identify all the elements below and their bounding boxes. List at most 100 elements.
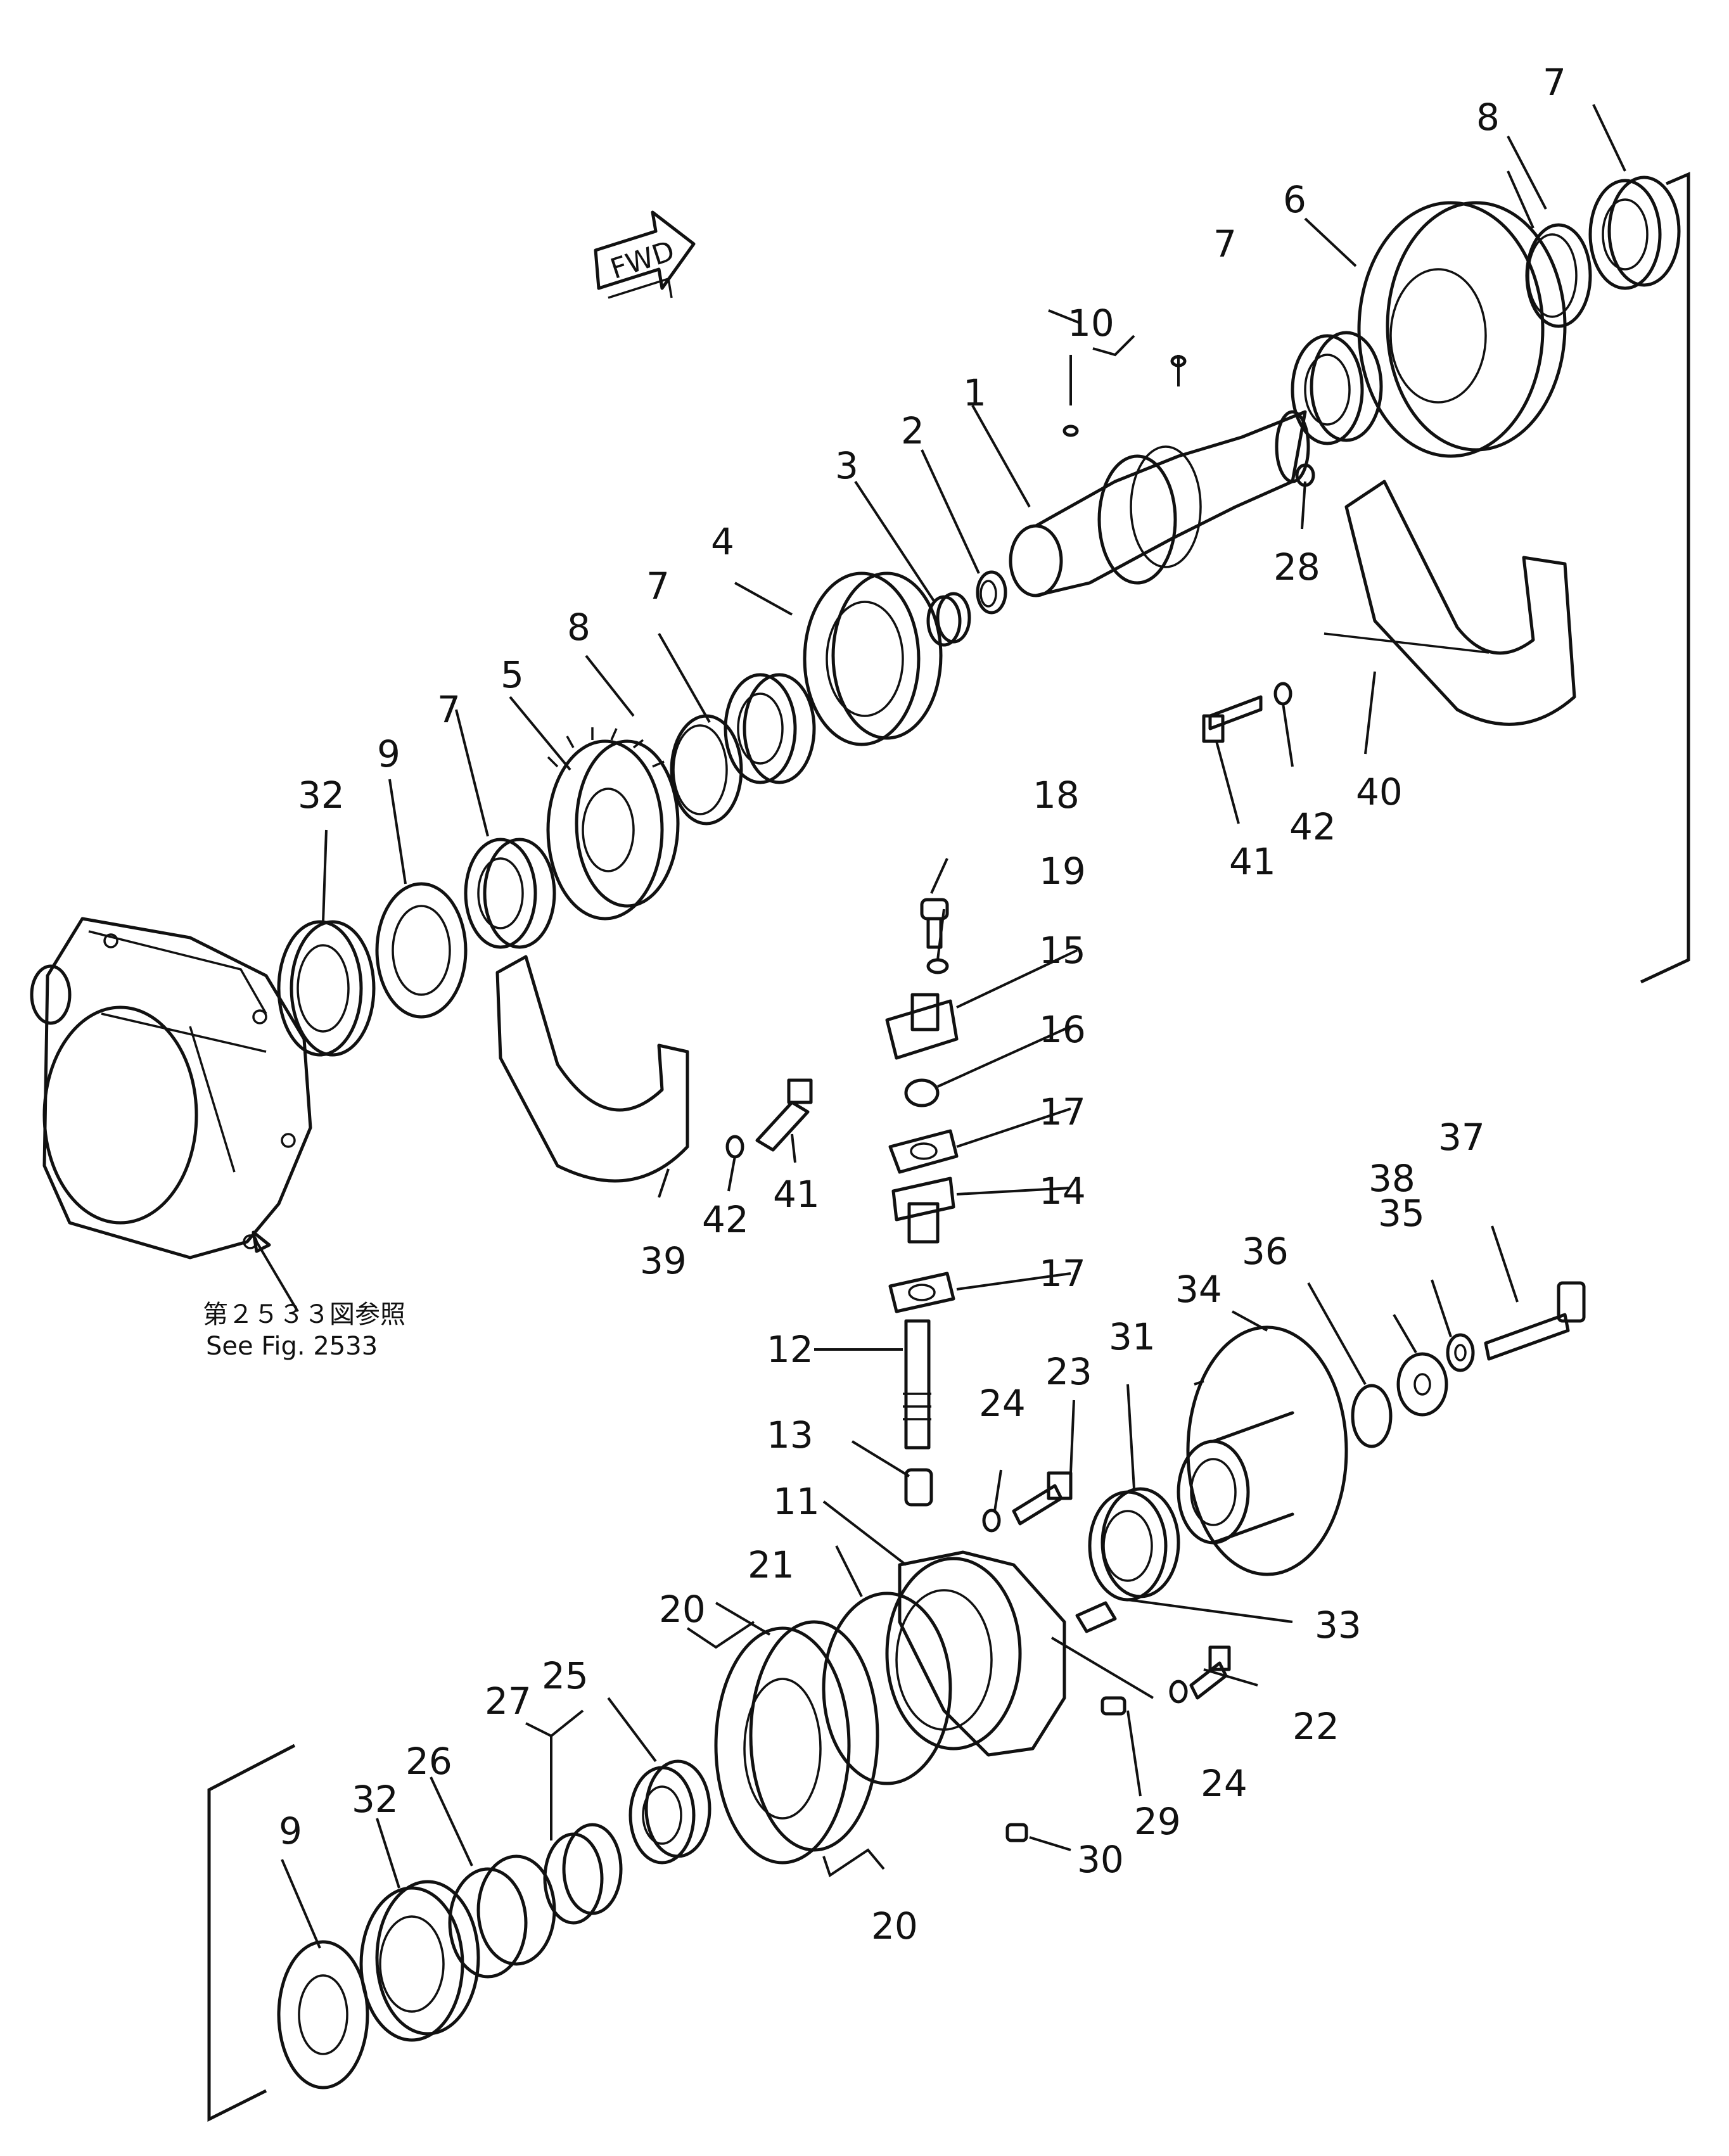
plug-30 [1005, 1823, 1028, 1842]
callout-11: 11 [773, 1480, 820, 1523]
plug-29 [1101, 1696, 1126, 1716]
callout-35: 35 [1378, 1192, 1425, 1235]
callout-21: 21 [748, 1543, 794, 1586]
bolt-23 [1012, 1471, 1073, 1526]
leader-lines [281, 104, 1626, 1949]
washer-35 [1396, 1352, 1448, 1417]
bearing-7-left [464, 838, 556, 949]
case-11 [885, 1550, 1066, 1757]
housing-cover [30, 917, 312, 1260]
callout-36: 36 [1242, 1230, 1289, 1273]
bearing-32-upper [277, 920, 376, 1057]
ring-8-left [670, 714, 743, 826]
bolt-41-right [1202, 695, 1263, 743]
callout-39: 39 [640, 1239, 687, 1282]
guard-40 [1324, 480, 1576, 726]
callout-33: 33 [1315, 1604, 1362, 1647]
callout-5: 5 [501, 653, 524, 696]
callout-41-right: 41 [1229, 840, 1276, 883]
valve-12 [903, 1319, 931, 1450]
o-ring-36 [1351, 1384, 1393, 1448]
callout-14: 14 [1039, 1170, 1086, 1213]
callout-9-upper: 9 [377, 732, 400, 775]
callout-38: 38 [1369, 1157, 1415, 1200]
bracket-left [207, 1744, 296, 2122]
callout-7-left: 7 [437, 688, 461, 731]
fwd-arrow-icon: FWD [594, 210, 696, 299]
fitting-14 [891, 1177, 955, 1244]
plate-9-lower [277, 1940, 369, 2089]
callout-41-left: 41 [773, 1173, 820, 1216]
callout-20-lower: 20 [871, 1904, 918, 1948]
callout-6: 6 [1283, 178, 1306, 221]
washer-24-upper [982, 1509, 1001, 1533]
gasket-17-lower [888, 1272, 955, 1313]
callout-24-lower: 24 [1201, 1762, 1247, 1805]
reference-note-en: See Fig. 2533 [206, 1332, 378, 1361]
callout-4: 4 [711, 520, 734, 563]
callout-7-right: 7 [1213, 222, 1237, 265]
callout-16: 16 [1039, 1008, 1086, 1051]
seal-31 [1088, 1487, 1180, 1602]
clutch-hub-4 [803, 571, 943, 746]
collar-3 [926, 592, 971, 647]
callout-8-left: 8 [567, 606, 590, 649]
callout-15: 15 [1039, 929, 1086, 972]
callout-27: 27 [485, 1680, 532, 1723]
callout-18: 18 [1033, 774, 1080, 817]
snap-ring-10-a [1062, 424, 1079, 437]
callout-9-lower: 9 [279, 1809, 302, 1853]
bearing-7-middle [724, 673, 816, 784]
bearing-25 [628, 1759, 711, 1865]
ring-8-right [1525, 223, 1592, 328]
spring-13 [904, 1468, 933, 1507]
bearing-32-lower [359, 1880, 480, 2042]
callout-32-upper: 32 [298, 774, 345, 817]
shaft-1 [1009, 410, 1310, 597]
callout-7-middle: 7 [646, 565, 670, 608]
guard-39 [495, 955, 689, 1183]
callout-24-upper: 24 [979, 1382, 1026, 1425]
callout-1: 1 [963, 371, 986, 414]
callout-28: 28 [1273, 545, 1320, 589]
bearing-7-far-right [1588, 175, 1681, 290]
bolt-37 [1484, 1281, 1586, 1361]
washer-19 [926, 958, 949, 974]
washer-24-lower [1169, 1680, 1188, 1704]
callout-25: 25 [542, 1654, 589, 1697]
gear-5 [546, 727, 680, 921]
o-ring-21 [822, 1591, 952, 1785]
coupling-34 [1177, 1325, 1348, 1576]
callout-30: 30 [1077, 1838, 1124, 1881]
fitting-15 [885, 993, 959, 1060]
callout-17-upper: 17 [1039, 1090, 1086, 1133]
callout-19: 19 [1039, 850, 1086, 893]
bearing-7-right [1291, 331, 1383, 445]
callout-40: 40 [1356, 770, 1403, 813]
callout-12: 12 [767, 1328, 813, 1371]
fitting-33 [1075, 1601, 1117, 1633]
callout-32-lower: 32 [352, 1778, 399, 1821]
callout-31: 31 [1109, 1315, 1156, 1358]
callout-10: 10 [1068, 302, 1114, 345]
callout-20-upper: 20 [659, 1588, 706, 1631]
callout-labels: 1 2 3 4 5 6 7 7 7 7 8 8 9 9 10 11 12 13 … [279, 61, 1566, 1948]
shoe-20 [714, 1620, 879, 1865]
filter-16 [904, 1078, 940, 1107]
washer-42-left [725, 1135, 744, 1159]
callout-42-left: 42 [702, 1198, 749, 1241]
ring-27-b [543, 1832, 604, 1925]
callout-23: 23 [1045, 1350, 1092, 1393]
callout-26: 26 [405, 1740, 452, 1783]
callout-22: 22 [1292, 1705, 1339, 1748]
bolt-41-left [755, 1078, 813, 1152]
callout-34: 34 [1175, 1268, 1222, 1311]
washer-38 [1446, 1333, 1475, 1372]
callout-42-right: 42 [1289, 805, 1336, 848]
callout-13: 13 [767, 1413, 813, 1457]
bracket-right [1640, 172, 1690, 984]
callout-2: 2 [901, 409, 924, 452]
callout-29: 29 [1134, 1800, 1181, 1843]
spring-26 [448, 1854, 556, 1979]
